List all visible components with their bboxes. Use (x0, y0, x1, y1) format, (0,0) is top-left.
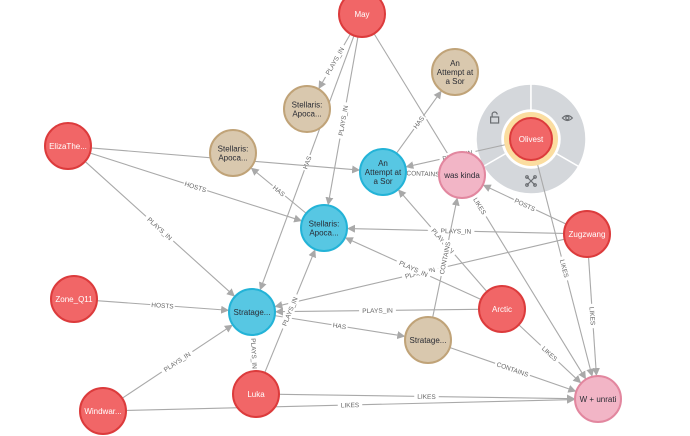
relationship-may-stratage_game[interactable]: HAS (258, 35, 355, 291)
relationship-was_kinda-attempt_game[interactable]: CONTAINS (404, 168, 442, 179)
node-zugzwang[interactable]: Zugzwang (563, 210, 611, 258)
relationship-luka-w_unrati[interactable]: LIKES (278, 391, 576, 403)
relationship-label: LIKES (588, 307, 596, 327)
node-may[interactable]: May (338, 0, 386, 38)
node-stellaris_post1[interactable]: Stellaris:Apoca... (283, 85, 331, 133)
relationship-stellaris_game-stellaris_post2[interactable]: HAS (250, 167, 307, 214)
relationship-luka-stratage_game[interactable]: PLAYS_IN (248, 334, 260, 373)
node-luka[interactable]: Luka (232, 370, 280, 418)
node-windwar[interactable]: Windwar... (79, 387, 127, 435)
relationship-arctic-stratage_game[interactable]: PLAYS_IN (274, 305, 480, 316)
relationship-zugzwang-w_unrati[interactable]: LIKES (587, 256, 600, 377)
relationship-olivest-w_unrati[interactable]: LIKES (536, 161, 595, 377)
expand-icon (525, 175, 537, 187)
relationship-label: LIKES (558, 259, 570, 279)
relationship-label: HAS (332, 322, 347, 331)
relationship-label: PLAYS_IN (163, 351, 193, 374)
relationship-stratage_post-was_kinda[interactable]: CONTAINS (432, 197, 460, 318)
relationship-elizathe-stellaris_game[interactable]: HOSTS (89, 152, 303, 223)
node-stratage_post[interactable]: Stratage... (404, 316, 452, 364)
relationship-label: LIKES (417, 394, 436, 401)
relationship-label: LIKES (341, 402, 360, 409)
node-stratage_game[interactable]: Stratage... (228, 288, 276, 336)
relationship-label: PLAYS_IN (362, 308, 393, 315)
node-elizathe[interactable]: ElizaThe... (44, 122, 92, 170)
relationship-label: CONTAINS (495, 361, 529, 379)
relationship-elizathe-stratage_game[interactable]: PLAYS_IN (84, 160, 235, 297)
relationship-label: PLAYS_IN (338, 105, 350, 137)
relationship-arctic-stellaris_game[interactable]: PLAYS_IN (344, 237, 482, 300)
relationship-stratage_game-stratage_post[interactable]: HAS (274, 315, 406, 340)
relationship-label: CONTAINS (406, 170, 440, 178)
relationship-may-w_unrati[interactable]: LIKES (373, 33, 586, 380)
node-action-ring (475, 83, 587, 195)
relationship-label: PLAYS_IN (441, 228, 472, 236)
node-arctic[interactable]: Arctic (478, 285, 526, 333)
node-was_kinda[interactable]: was kinda (438, 151, 486, 199)
lock-icon (490, 111, 500, 124)
node-stellaris_game[interactable]: Stellaris:Apoca... (300, 204, 348, 252)
eye-action[interactable] (530, 83, 587, 168)
relationship-zone-stratage_game[interactable]: HOSTS (96, 300, 230, 314)
relationship-label: PLAYS_IN (325, 46, 347, 76)
expand-action[interactable] (482, 152, 580, 195)
relationship-windwar-w_unrati[interactable]: LIKES (125, 395, 576, 411)
node-w_unrati[interactable]: W + unrati (574, 375, 622, 423)
relationship-label: PLAYS_IN (249, 338, 257, 369)
lock-action[interactable] (475, 83, 532, 168)
relationship-may-stellaris_post1[interactable]: PLAYS_IN (318, 33, 351, 90)
relationship-attempt_game-attempt_post[interactable]: HAS (395, 90, 442, 154)
relationship-zugzwang-stellaris_game[interactable]: PLAYS_IN (346, 224, 565, 236)
node-olivest[interactable]: Olivest (504, 112, 558, 166)
eye-icon (561, 114, 574, 122)
relationship-label: HAS (302, 155, 313, 171)
relationship-label: PLAYS_IN (145, 216, 173, 242)
relationship-windwar-stratage_game[interactable]: PLAYS_IN (121, 324, 233, 399)
node-zone[interactable]: Zone_Q11 (50, 275, 98, 323)
node-stellaris_post2[interactable]: Stellaris:Apoca... (209, 129, 257, 177)
relationship-label: HOSTS (151, 302, 175, 311)
